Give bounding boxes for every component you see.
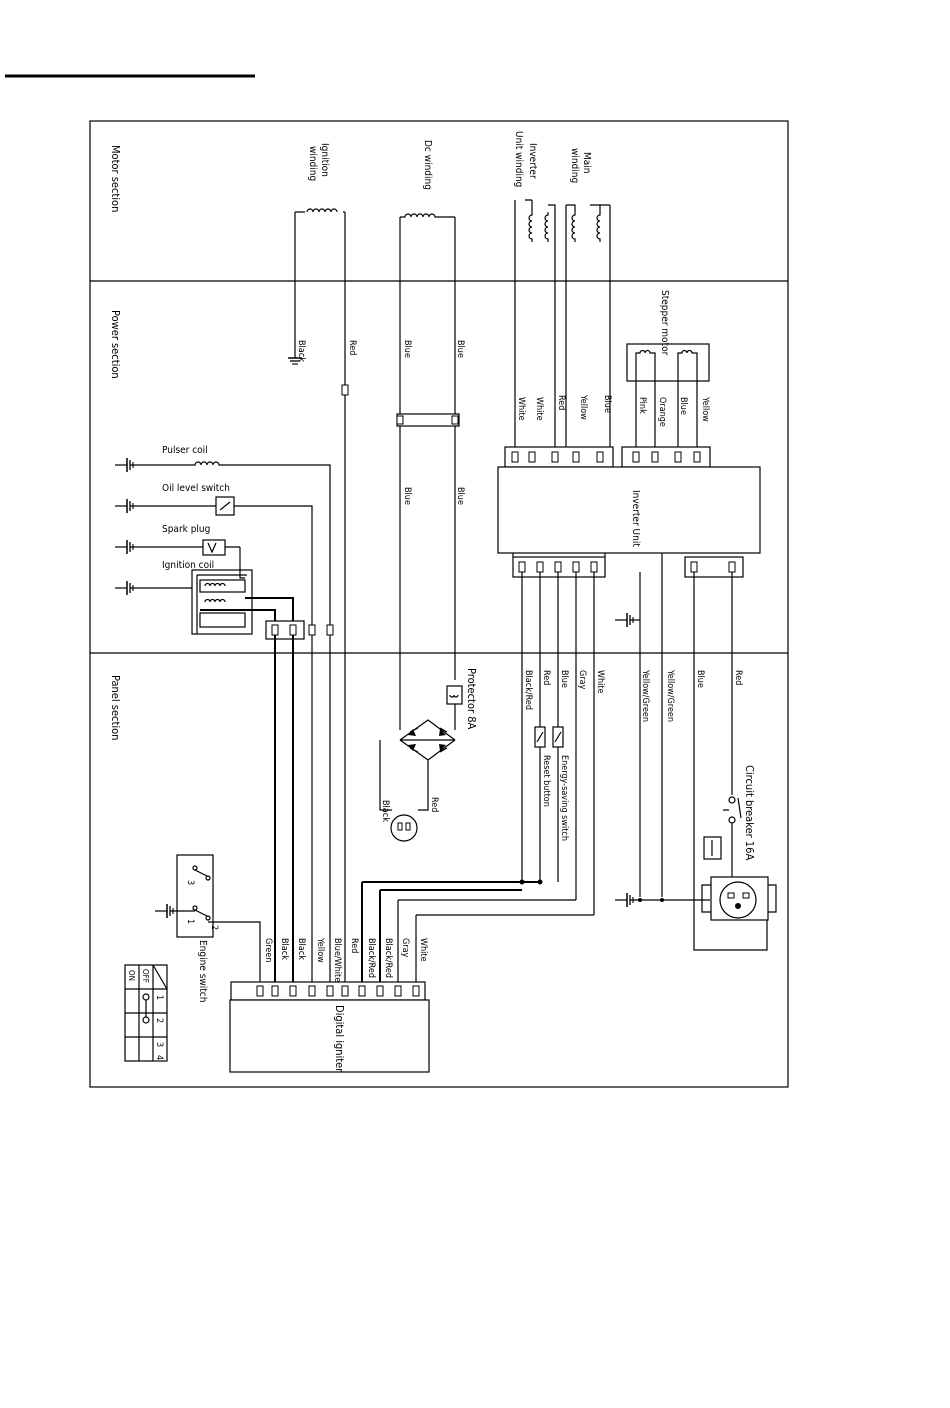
igniter-wire-green: Green — [263, 938, 273, 963]
stepper-wire-blue: Blue — [678, 397, 688, 415]
reset-button-label: Reset button — [541, 755, 551, 807]
ignition-winding-label-1: Ignition — [319, 143, 330, 177]
winding-wire-blue: Blue — [602, 395, 612, 413]
igniter-wire-red: Red — [349, 938, 359, 953]
inverter-out-black-red: Black/Red — [523, 670, 533, 710]
circuit-breaker-symbol — [723, 796, 742, 880]
table-col-4: 4 — [154, 1055, 164, 1060]
ignition-winding-coil — [295, 208, 345, 213]
engine-switch-label: Engine switch — [197, 940, 208, 1002]
dc-outlet — [390, 814, 418, 842]
stepper-wire-pink: Pink — [637, 397, 647, 414]
igniter-wire-gray: Gray — [400, 938, 410, 958]
table-col-3: 3 — [154, 1042, 164, 1047]
winding-wire-white-2: White — [534, 397, 544, 421]
red-wire-label: Red — [347, 340, 357, 355]
engine-switch-box — [176, 854, 214, 938]
bridge-red-label: Red — [429, 797, 439, 812]
spark-plug-label: Spark plug — [162, 524, 210, 535]
digital-igniter-box — [229, 999, 430, 1073]
main-winding-coil — [565, 204, 611, 450]
dc-blue-right-mid: Blue — [455, 487, 465, 505]
yellow-green-label-1: Yellow/Green — [640, 669, 650, 722]
yellow-green-label-2: Yellow/Green — [665, 669, 675, 722]
igniter-wire-black-2: Black — [296, 938, 306, 960]
bridge-black-label: Black — [380, 800, 390, 822]
winding-wire-red: Red — [556, 395, 566, 410]
stepper-motor-label: Stepper motor — [659, 290, 670, 356]
stepper-motor-box — [626, 343, 710, 382]
winding-wire-white-1: White — [516, 397, 526, 421]
engine-switch-pos-1: 1 — [185, 919, 195, 924]
inverter-unit-label: Inverter Unit — [630, 490, 641, 547]
inverter-unit-box — [497, 466, 761, 554]
winding-wire-yellow: Yellow — [578, 394, 588, 420]
motor-section-label: Motor section — [109, 145, 122, 212]
engine-switch-pos-3: 3 — [185, 880, 195, 885]
igniter-wire-blue-white: Blue/White — [332, 938, 342, 982]
igniter-wire-black-red-2: Black/Red — [383, 938, 393, 978]
dc-blue-left-mid: Blue — [402, 487, 412, 505]
main-winding-label-1: Main — [581, 152, 592, 173]
engine-switch-contacts — [192, 865, 211, 921]
main-winding-label-2: winding — [569, 148, 580, 183]
power-section-label: Power section — [109, 310, 122, 379]
digital-igniter-label: Digital igniter — [333, 1005, 346, 1073]
circuit-breaker-label: Circuit breaker 16A — [743, 765, 756, 860]
table-header-on: ON — [127, 970, 136, 981]
black-wire-label: Black — [296, 340, 306, 362]
oil-level-switch-label: Oil level switch — [162, 483, 230, 494]
ignition-coil-label: Ignition coil — [162, 560, 214, 571]
inverter-unit-winding-label-2: Unit winding — [513, 131, 524, 187]
igniter-wire-white: White — [418, 938, 428, 962]
table-header-off: OFF — [141, 969, 150, 983]
dc-blue-left-top: Blue — [402, 340, 412, 358]
panel-section-label: Panel section — [109, 675, 122, 740]
dc-winding-label: Dc winding — [422, 140, 433, 190]
protector-label: Protector 8A — [465, 668, 478, 729]
inverter-out-gray: Gray — [577, 670, 587, 690]
dc-blue-right-top: Blue — [455, 340, 465, 358]
inverter-unit-winding-label-1: Inverter — [527, 143, 538, 179]
inverter-out-blue: Blue — [559, 670, 569, 688]
ac-outlet-socket — [719, 881, 757, 919]
inverter-out-white: White — [595, 670, 605, 694]
inverter-winding-coil — [514, 199, 556, 450]
red-wire-label-panel: Red — [733, 670, 743, 685]
inverter-out-red: Red — [541, 670, 551, 685]
igniter-wire-black-1: Black — [279, 938, 289, 960]
igniter-wire-yellow: Yellow — [315, 937, 325, 963]
igniter-wire-black-red-1: Black/Red — [366, 938, 376, 978]
table-col-2: 2 — [154, 1018, 164, 1023]
dc-connector — [396, 413, 460, 427]
diagram-frame — [89, 120, 789, 1088]
engine-switch-table — [124, 964, 168, 1062]
pulser-coil-label: Pulser coil — [162, 445, 208, 456]
engine-switch-pos-2: 2 — [209, 925, 219, 930]
ignition-winding-label-2: winding — [307, 146, 318, 181]
bridge-rectifier — [379, 719, 456, 811]
stepper-wire-orange: Orange — [657, 397, 667, 427]
dc-winding-coil — [400, 213, 455, 218]
stepper-motor-coils — [635, 349, 698, 450]
stepper-wire-yellow: Yellow — [700, 396, 710, 422]
blue-wire-label: Blue — [695, 670, 705, 688]
igniter-pins — [256, 985, 420, 997]
inverter-top-pins — [511, 451, 701, 463]
energy-saving-switch-label: Energy-saving switch — [559, 755, 569, 841]
table-col-1: 1 — [154, 995, 164, 1000]
